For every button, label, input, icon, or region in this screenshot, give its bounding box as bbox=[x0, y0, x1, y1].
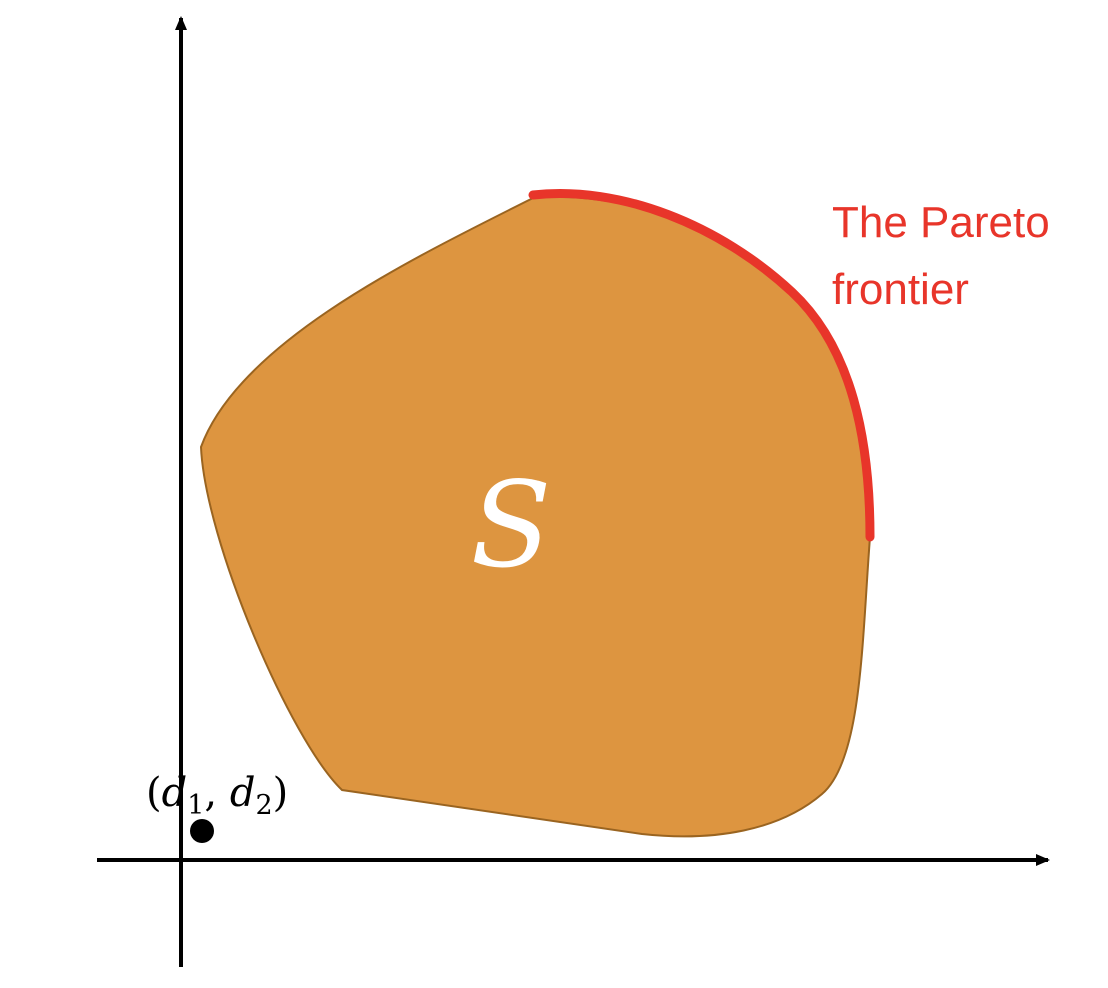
pareto-frontier-label-line1: The Pareto bbox=[832, 198, 1050, 247]
disagreement-point-label: (d1, d2) bbox=[146, 770, 288, 821]
pareto-frontier-label: The Pareto frontier bbox=[832, 198, 1062, 314]
disagreement-point bbox=[190, 819, 214, 843]
pareto-frontier-label-line2: frontier bbox=[832, 265, 969, 314]
set-label: S bbox=[471, 456, 552, 594]
pareto-frontier-curve bbox=[528, 188, 875, 542]
